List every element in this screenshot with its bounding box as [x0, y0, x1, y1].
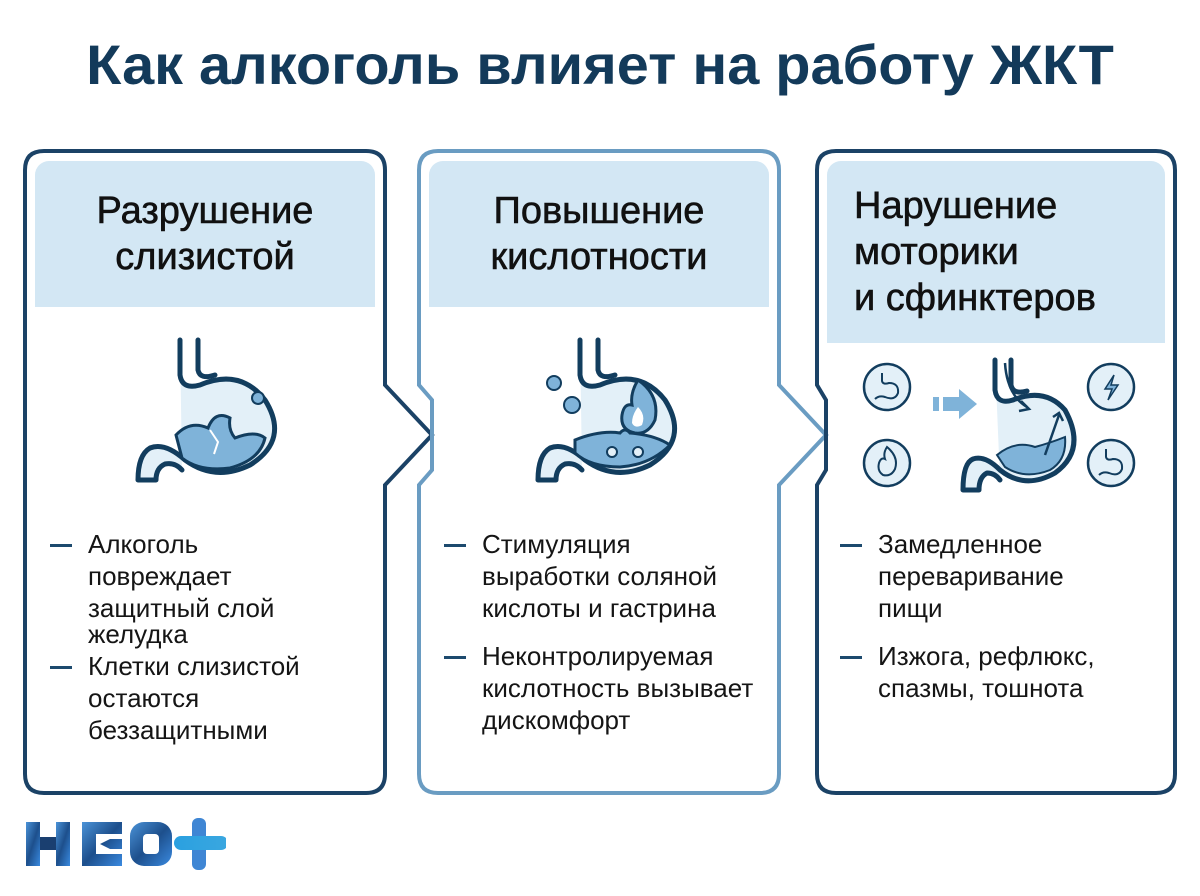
card-1-header: Разрушение слизистой	[35, 161, 375, 307]
card-2-heading-line1: Повышение	[493, 190, 705, 233]
flame-circle-icon	[862, 438, 912, 488]
damaged-stomach-icon	[120, 330, 300, 495]
neo-plus-logo	[26, 818, 228, 875]
dash-icon	[840, 544, 862, 547]
card-2-body: Стимуляция выработки соляной кислоты и г…	[442, 528, 787, 736]
dash-icon	[50, 666, 72, 669]
dash-icon	[50, 544, 72, 547]
dash-icon	[840, 656, 862, 659]
card-1-bullet-1: Алкоголь повреждает защитный слой желудк…	[48, 528, 378, 650]
card-3-heading-line1: Нарушение	[854, 185, 1058, 228]
stomach-circle-icon	[1086, 438, 1136, 488]
card-1-bullet-2: Клетки слизистой остаются беззащитными	[48, 650, 378, 746]
card-3-bullet-1: Замедленное переваривание пищи	[838, 528, 1168, 624]
card-3-heading-line2: моторики	[854, 231, 1019, 274]
card-2-heading-line2: кислотности	[490, 236, 708, 279]
logo-letter-o	[130, 822, 172, 866]
card-1-heading-line1: Разрушение	[96, 190, 314, 233]
dash-icon	[444, 656, 466, 659]
card-2-header: Повышение кислотности	[429, 161, 769, 307]
card-2-bullet-2: Неконтролируемая кислотность вызывает ди…	[442, 640, 787, 736]
logo-letter-n	[26, 822, 70, 866]
dash-icon	[444, 544, 466, 547]
page-title: Как алкоголь влияет на работу ЖКТ	[86, 33, 1114, 96]
acid-stomach-flame-icon	[520, 335, 700, 500]
card-3-header: Нарушение моторики и сфинктеров	[827, 161, 1165, 343]
lightning-circle-icon	[1086, 362, 1136, 412]
card-1-heading-line2: слизистой	[115, 236, 295, 279]
stomach-small-icon	[862, 362, 912, 412]
card-3-heading-line3: и сфинктеров	[854, 277, 1096, 320]
card-2-bullet-1: Стимуляция выработки соляной кислоты и г…	[442, 528, 787, 624]
card-1-body: Алкоголь повреждает защитный слой желудк…	[48, 528, 378, 746]
card-3-bullet-2: Изжога, рефлюкс, спазмы, тошнота	[838, 640, 1168, 704]
logo-letter-e	[82, 822, 122, 866]
logo-plus-icon	[174, 818, 228, 870]
right-arrow-icon	[933, 389, 977, 419]
card-3-body: Замедленное переваривание пищи Изжога, р…	[838, 528, 1168, 704]
motility-stomach-icon	[855, 355, 1145, 500]
